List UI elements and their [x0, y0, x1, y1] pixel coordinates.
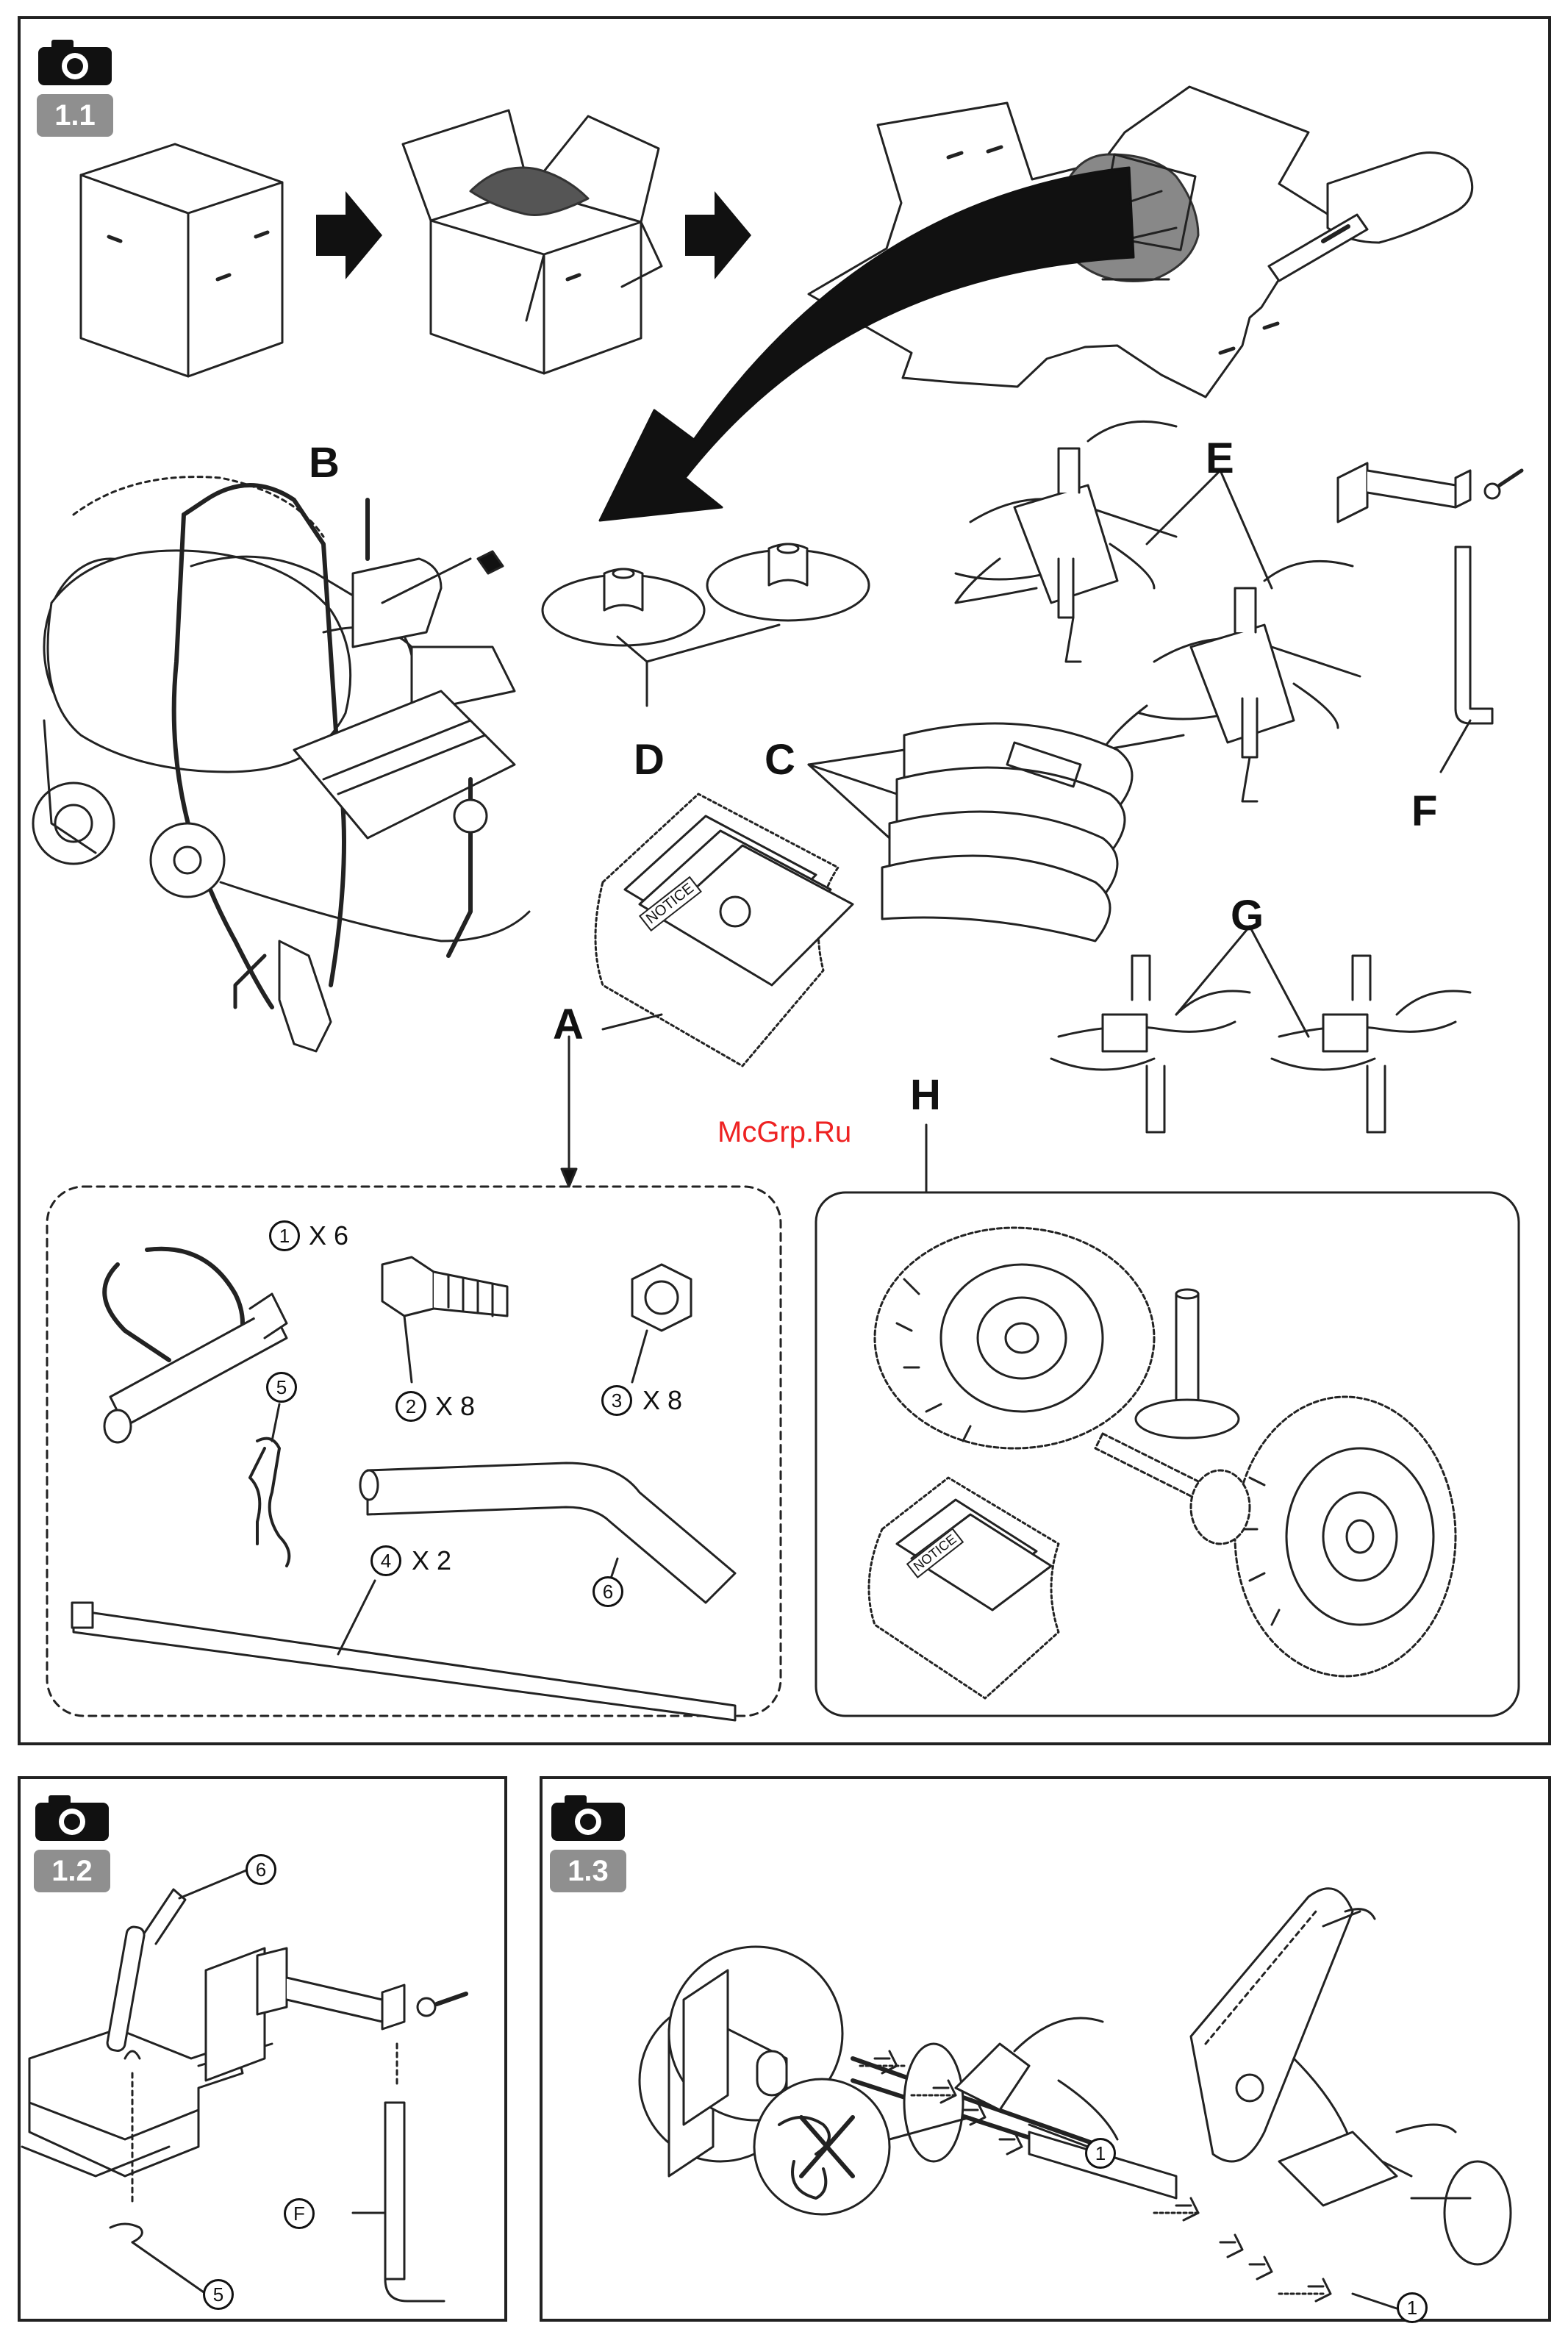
- label-f: F: [1411, 787, 1437, 836]
- lynch-pin-1: [104, 1249, 287, 1442]
- part-number-2: 2: [395, 1391, 426, 1422]
- shields-c: [809, 723, 1132, 941]
- panel3-label-1b: 1: [1397, 2292, 1428, 2323]
- wheels-h: [869, 1228, 1456, 1698]
- part-number-3: 3: [601, 1385, 632, 1416]
- cable-tie-4: [72, 1581, 735, 1720]
- opened-box: [403, 110, 662, 373]
- label-b: B: [309, 438, 340, 487]
- panel2-label-6: 6: [246, 1854, 276, 1885]
- watermark: McGrp.Ru: [717, 1116, 851, 1149]
- bracket-install-art: [22, 1869, 466, 2301]
- r-clip-5: [250, 1404, 289, 1566]
- part-qty-4: X 2: [412, 1545, 451, 1576]
- label-d: D: [634, 735, 665, 784]
- bent-tube-6: [360, 1463, 735, 1603]
- label-h: H: [910, 1070, 941, 1120]
- arrow-right-icon: [685, 191, 751, 279]
- closed-box: [81, 144, 282, 376]
- panel2-label-5: 5: [203, 2279, 234, 2310]
- part-qty-2: X 8: [435, 1391, 475, 1422]
- tine-assemblies-g: [1051, 926, 1470, 1132]
- part-qty-3: X 8: [642, 1385, 682, 1416]
- part-number-4: 4: [370, 1545, 401, 1576]
- label-e: E: [1206, 434, 1234, 483]
- panel2-label-f: F: [284, 2198, 315, 2229]
- label-a: A: [553, 1000, 584, 1049]
- depth-bracket-f: [1338, 463, 1522, 772]
- arrow-right-icon: [316, 191, 382, 279]
- part-qty-1: X 6: [309, 1220, 348, 1251]
- label-g: G: [1231, 891, 1264, 940]
- accessory-bag-a: [595, 794, 853, 1066]
- part-number-6: 6: [593, 1576, 623, 1607]
- tiller-machine-b: [33, 477, 529, 1051]
- part-number-5: 5: [266, 1372, 297, 1403]
- tine-assembly-exploded-art: [640, 1889, 1511, 2308]
- panel3-label-1a: 1: [1085, 2138, 1116, 2169]
- nut-3: [632, 1264, 691, 1382]
- label-c: C: [765, 735, 795, 784]
- side-discs-d: [543, 544, 869, 706]
- part-number-1: 1: [269, 1220, 300, 1251]
- bolt-2: [382, 1257, 507, 1382]
